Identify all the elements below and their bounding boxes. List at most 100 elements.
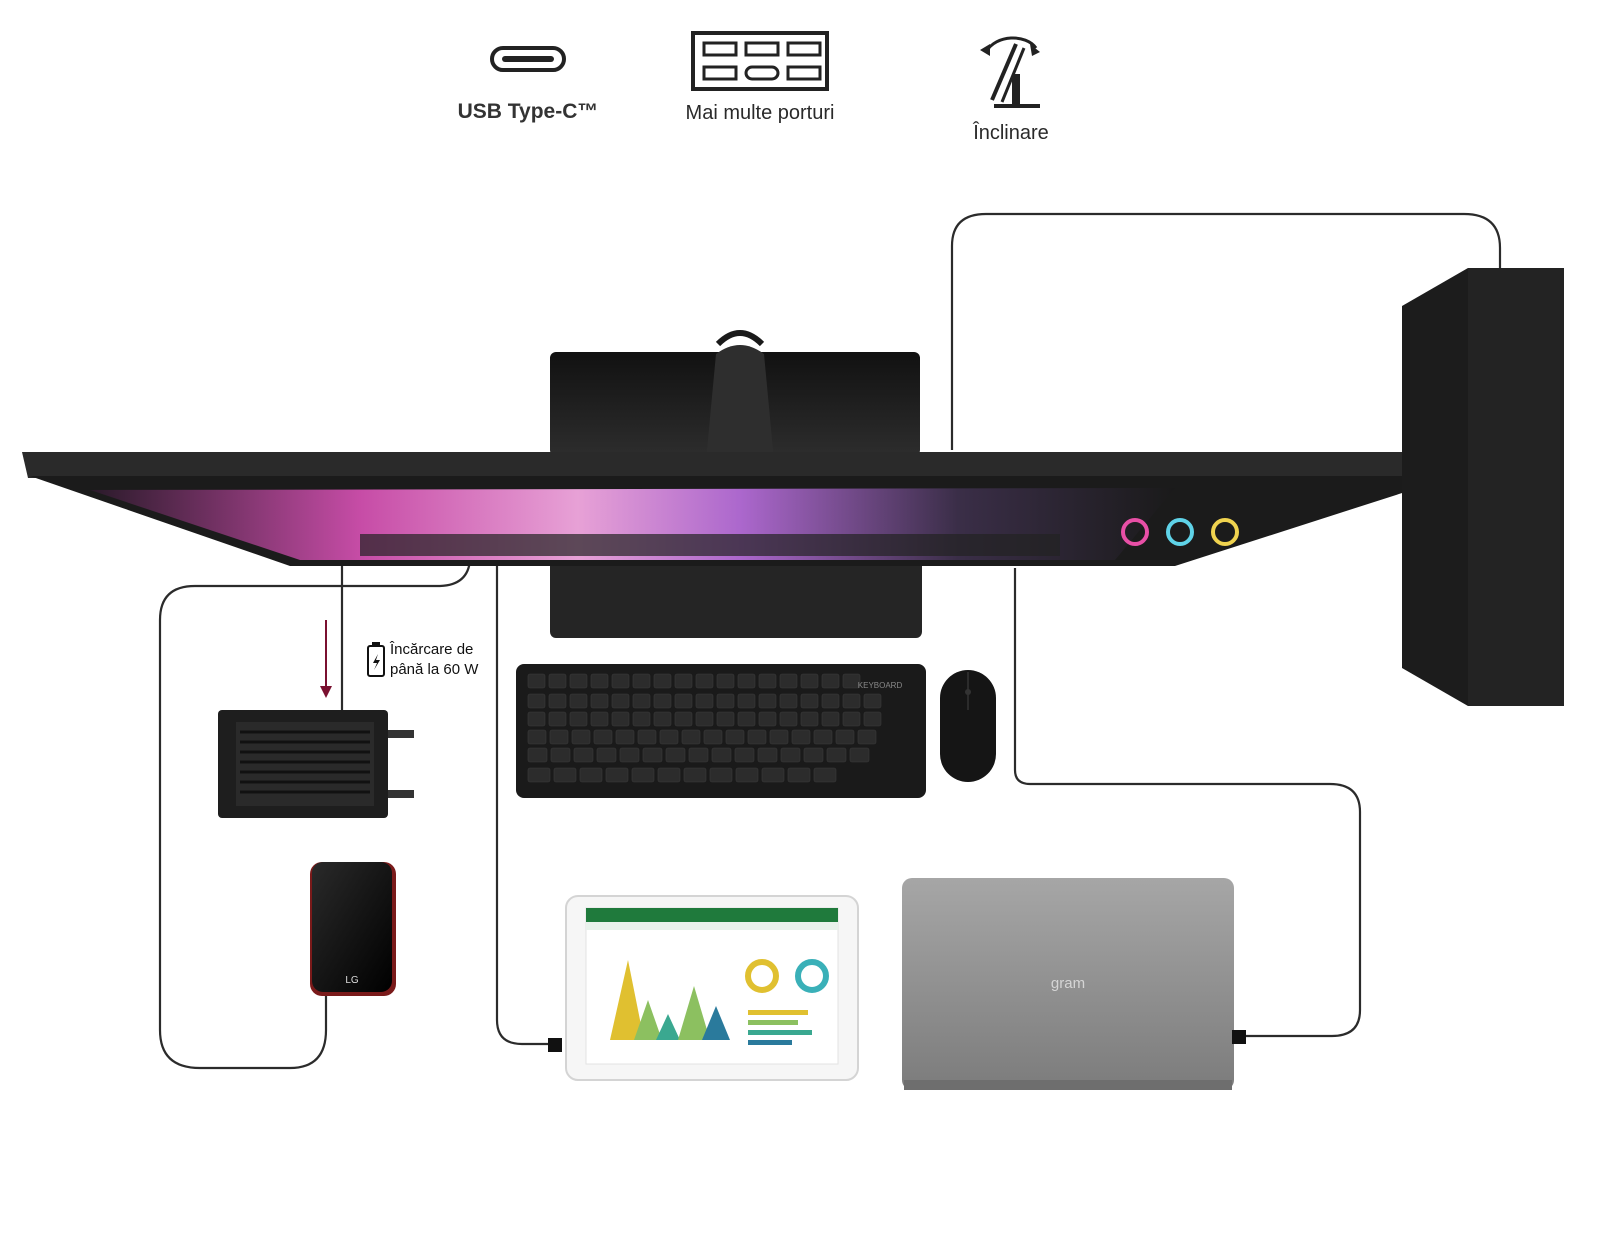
- key: [550, 747, 571, 763]
- key: [593, 729, 613, 745]
- key: [849, 747, 870, 763]
- key: [657, 767, 681, 783]
- ports-panel-icon: [691, 31, 829, 91]
- tablet: [565, 895, 859, 1081]
- key: [590, 711, 609, 727]
- tablet-connector: [548, 1038, 562, 1052]
- external-hdd: LG: [310, 862, 396, 996]
- key: [716, 673, 735, 689]
- key: [711, 747, 732, 763]
- key: [527, 711, 546, 727]
- key: [769, 729, 789, 745]
- key: [813, 767, 837, 783]
- mouse: [940, 670, 996, 782]
- key: [791, 729, 811, 745]
- key: [653, 673, 672, 689]
- cable-hdd: [158, 559, 472, 1070]
- key: [611, 673, 630, 689]
- key: [821, 711, 840, 727]
- key: [779, 693, 798, 709]
- key: [695, 673, 714, 689]
- key: [779, 673, 798, 689]
- key: [813, 729, 833, 745]
- key: [605, 767, 629, 783]
- key: [761, 767, 785, 783]
- key: [747, 729, 767, 745]
- key: [527, 673, 546, 689]
- key: [734, 747, 755, 763]
- key: [569, 673, 588, 689]
- key: [527, 693, 546, 709]
- feature-tilt: Înclinare: [891, 30, 1131, 145]
- key: [653, 693, 672, 709]
- key: [632, 711, 651, 727]
- key: [716, 693, 735, 709]
- feature-more-ports: Mai multe porturi: [640, 30, 880, 125]
- key: [842, 673, 861, 689]
- key: [725, 729, 745, 745]
- key: [800, 673, 819, 689]
- key: [758, 673, 777, 689]
- keyboard-keys: [527, 673, 882, 783]
- key: [527, 747, 548, 763]
- charging-arrow: [320, 620, 332, 698]
- key: [709, 767, 733, 783]
- key: [821, 673, 840, 689]
- key: [779, 711, 798, 727]
- key: [683, 767, 707, 783]
- mini-pc: [218, 710, 414, 818]
- key: [863, 711, 882, 727]
- key: [857, 729, 877, 745]
- key: [590, 673, 609, 689]
- key: [642, 747, 663, 763]
- key: [527, 729, 547, 745]
- key: [695, 711, 714, 727]
- key: [735, 767, 759, 783]
- hdd-logo: LG: [345, 975, 359, 986]
- key: [611, 711, 630, 727]
- key: [619, 747, 640, 763]
- key: [611, 693, 630, 709]
- key: [703, 729, 723, 745]
- laptop-logo: gram: [1051, 975, 1085, 992]
- laptop-connector: [1232, 1030, 1246, 1044]
- key: [631, 767, 655, 783]
- key: [674, 711, 693, 727]
- tilt-icon: [980, 36, 1040, 108]
- cable-speaker: [950, 212, 1502, 450]
- key: [800, 693, 819, 709]
- key: [527, 767, 551, 783]
- usb-type-c-icon: [490, 46, 566, 72]
- key: [842, 711, 861, 727]
- key: [665, 747, 686, 763]
- monitor: [22, 452, 1455, 566]
- key: [757, 747, 778, 763]
- tower-speaker: [1402, 268, 1564, 706]
- feature-usb-type-c: USB Type-C™: [408, 30, 648, 124]
- key: [787, 767, 811, 783]
- feature-label: Mai multe porturi: [685, 102, 835, 124]
- monitor-stand: [550, 330, 922, 638]
- cables: [158, 212, 1502, 1070]
- key: [632, 693, 651, 709]
- key: [548, 673, 567, 689]
- key: [695, 693, 714, 709]
- feature-label: Înclinare: [973, 122, 1049, 144]
- key: [615, 729, 635, 745]
- key: [579, 767, 603, 783]
- key: [800, 711, 819, 727]
- key: [681, 729, 701, 745]
- key: [548, 711, 567, 727]
- key: [674, 673, 693, 689]
- cable-tablet: [495, 566, 552, 1046]
- key: [571, 729, 591, 745]
- key: [758, 711, 777, 727]
- feature-label: USB Type-C™: [457, 100, 599, 123]
- charging-note: Încărcare de până la 60 W: [390, 641, 479, 678]
- key: [826, 747, 847, 763]
- key: [573, 747, 594, 763]
- key: [553, 767, 577, 783]
- key: [780, 747, 801, 763]
- key: [803, 747, 824, 763]
